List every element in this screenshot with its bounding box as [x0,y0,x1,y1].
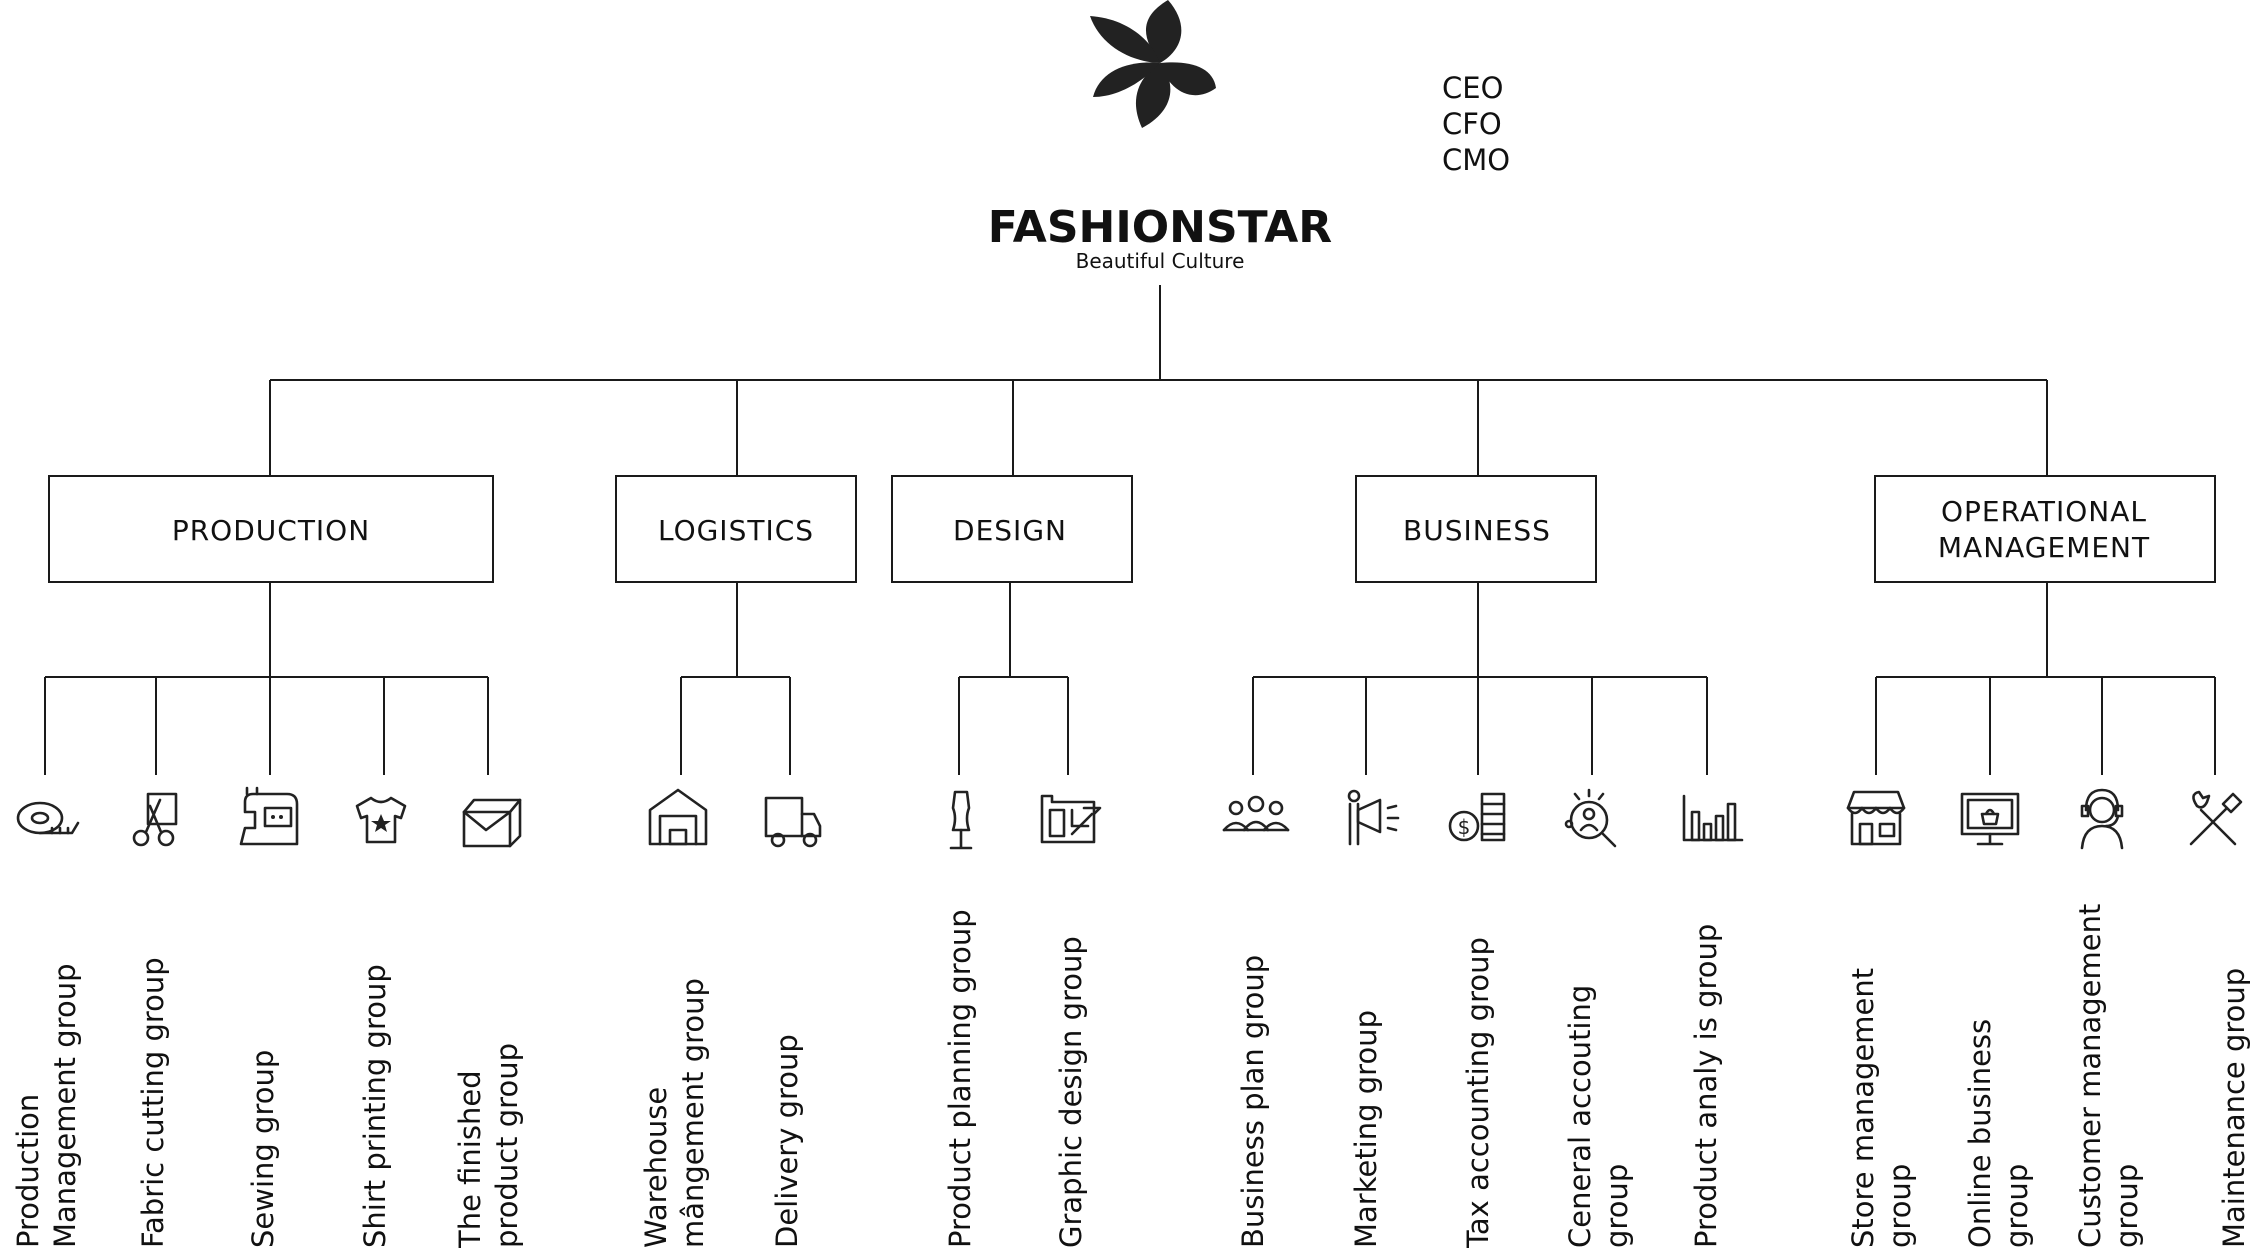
group-label-shirt-printing: Shirt printing group [358,964,392,1248]
department-business: BUSINESS [1355,475,1597,583]
box-icon [462,798,522,848]
executive-cfo: CFO [1442,107,1502,141]
department-label-line-1: OPERATIONAL [1941,495,2147,528]
monitor-shop-icon [1960,792,2020,846]
svg-text:$: $ [1458,815,1471,839]
department-design: DESIGN [891,475,1133,583]
department-label: LOGISTICS [658,514,814,547]
department-label: DESIGN [953,514,1067,547]
group-label-customer-management: Customer management group [2073,894,2144,1248]
department-label: PRODUCTION [172,514,370,547]
group-labels: Production Management group Fabric cutti… [11,894,2251,1248]
group-label-delivery: Delivery group [770,1034,804,1248]
dollar-coin-icon: $ [1448,792,1506,842]
executive-ceo: CEO [1442,71,1503,105]
flower-logo-icon [1090,0,1216,128]
team-icon [1222,795,1290,832]
group-label-product-analysis: Product analy is group [1689,924,1723,1248]
group-label-business-plan: Business plan group [1236,955,1270,1248]
group-connectors [44,582,2216,775]
blueprint-icon [1040,794,1102,844]
group-label-store-management: Store management group [1846,959,1917,1248]
brand-name: FASHIONSTAR [988,202,1332,253]
truck-icon [764,796,822,848]
group-label-online-business: Online business group [1963,1010,2034,1248]
tshirt-icon [355,796,407,844]
group-label-sewing: Sewing group [246,1050,280,1248]
group-label-marketing: Marketing group [1349,1010,1383,1248]
group-label-production-management: Production Management group [11,964,82,1248]
mannequin-icon [949,790,973,850]
bar-chart-icon [1682,794,1744,842]
group-label-finished-product: The finished product group [453,1043,524,1248]
headset-agent-icon [2080,788,2124,850]
measuring-tape-icon [16,801,80,835]
group-label-tax-accounting: Tax accounting group [1461,937,1495,1248]
warehouse-icon [648,788,708,846]
magnifier-analysis-icon [1564,788,1617,848]
tools-icon [2189,790,2243,846]
megaphone-icon [1347,789,1400,846]
executive-list: CEO CFO CMO [1442,71,1510,177]
scissors-icon [132,792,178,847]
department-logistics: LOGISTICS [615,475,857,583]
group-label-maintenance: Maintenance group [2217,968,2251,1248]
sewing-machine-icon [239,786,299,846]
department-label-line-2: MANAGEMENT [1938,531,2150,564]
group-label-general-accounting: Ceneral accouting group [1563,976,1634,1248]
department-production: PRODUCTION [48,475,494,583]
group-label-warehouse-management: Warehouse mângement group [639,978,710,1248]
group-label-fabric-cutting: Fabric cutting group [136,957,170,1248]
department-label: BUSINESS [1403,514,1551,547]
group-label-graphic-design: Graphic design group [1054,936,1088,1248]
group-label-product-planning: Product planning group [943,909,977,1248]
department-operational-management: OPERATIONAL MANAGEMENT [1874,475,2216,583]
brand-tagline: Beautiful Culture [1076,249,1245,273]
executive-cmo: CMO [1442,143,1510,177]
store-icon [1846,790,1906,846]
